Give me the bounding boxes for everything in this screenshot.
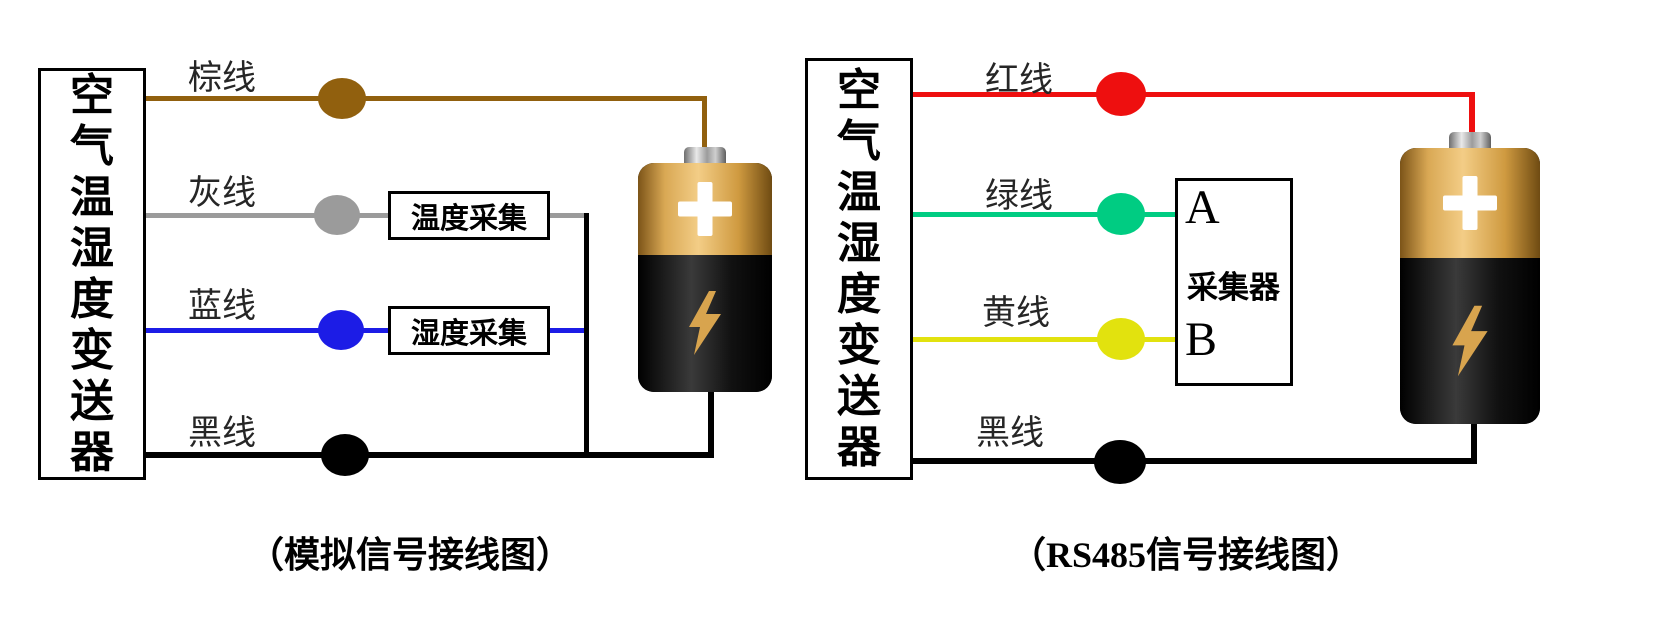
collector-terminal-b: B — [1185, 313, 1218, 366]
temperature-collect-box: 温度采集 — [388, 191, 550, 240]
collector-terminal-a: A — [1185, 181, 1220, 234]
plus-icon — [678, 182, 732, 236]
black-connector-dot-right — [1094, 440, 1146, 484]
yellow-connector-dot — [1097, 318, 1145, 360]
yellow-wire-line — [913, 337, 1175, 342]
collector-box — [1175, 178, 1293, 386]
blue-wire-line — [146, 328, 388, 333]
brown-connector-dot — [318, 78, 366, 119]
blue-connector-dot — [318, 310, 364, 350]
black-wire-label-right: 黑线 — [976, 415, 1044, 452]
battery-cap-icon — [1449, 132, 1491, 152]
brown-wire-label: 棕线 — [188, 60, 256, 97]
blue-wire-label: 蓝线 — [188, 288, 256, 325]
brown-wire-line — [146, 96, 707, 101]
humidity-collect-label: 湿度采集 — [410, 317, 527, 350]
humidity-collect-box: 湿度采集 — [388, 306, 550, 355]
plus-icon — [1443, 176, 1497, 230]
black-wire-label-left: 黑线 — [188, 415, 256, 452]
green-connector-dot — [1097, 193, 1145, 235]
green-wire-line — [913, 212, 1175, 217]
analog-diagram-caption: （模拟信号接线图） — [248, 535, 573, 575]
black-wire-line-left — [146, 452, 714, 458]
battery-cap-icon — [684, 147, 726, 167]
brown-wire-drop — [702, 96, 707, 154]
black-connector-dot-left — [321, 434, 369, 476]
gray-wire-line — [146, 213, 388, 218]
red-wire-label: 红线 — [985, 62, 1053, 99]
temperature-collect-label: 温度采集 — [410, 202, 527, 235]
battery-positive-section — [638, 163, 772, 255]
transmitter-box-right: 空气温湿度变送器 — [805, 58, 913, 480]
red-wire-drop — [1469, 92, 1475, 140]
collector-label: 采集器 — [1187, 270, 1280, 305]
battery-body — [638, 163, 772, 392]
gray-wire-label: 灰线 — [188, 175, 256, 212]
transmitter-label-left: 空气温湿度变送器 — [70, 70, 114, 478]
blue-wire-line-right — [550, 328, 589, 333]
black-wire-rise-left — [708, 392, 714, 458]
red-wire-line — [913, 92, 1475, 97]
red-connector-dot — [1096, 72, 1146, 116]
black-wire-rise-right — [1471, 424, 1477, 464]
battery-right — [1400, 132, 1540, 424]
transmitter-box-left: 空气温湿度变送器 — [38, 68, 146, 480]
transmitter-label-right: 空气温湿度变送器 — [837, 65, 881, 473]
yellow-wire-label: 黄线 — [982, 295, 1050, 332]
lightning-bolt-icon — [689, 291, 721, 356]
black-wire-line-right — [913, 458, 1477, 464]
battery-positive-section — [1400, 148, 1540, 259]
green-wire-label: 绿线 — [985, 178, 1053, 215]
battery-left — [638, 147, 772, 392]
rs485-diagram-caption: （RS485信号接线图） — [1010, 535, 1363, 575]
gray-wire-line-right — [550, 213, 589, 218]
battery-negative-section — [638, 254, 772, 392]
signal-return-drop — [584, 213, 589, 458]
battery-body — [1400, 148, 1540, 424]
gray-connector-dot — [314, 195, 360, 235]
battery-negative-section — [1400, 258, 1540, 424]
lightning-bolt-icon — [1452, 305, 1488, 377]
